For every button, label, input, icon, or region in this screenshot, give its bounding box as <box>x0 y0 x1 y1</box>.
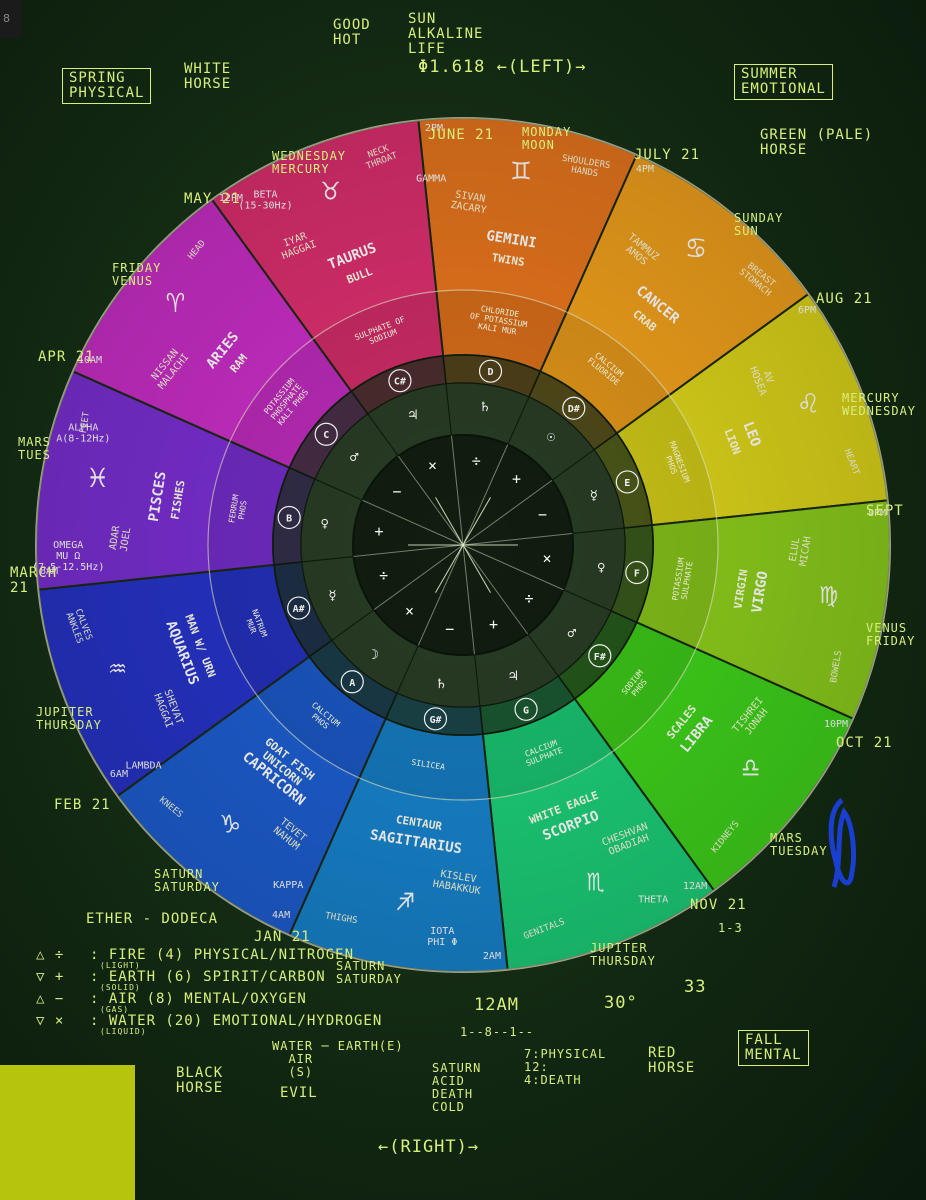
date-jan: JAN 21 <box>254 929 311 945</box>
legend-sub: (LIGHT) <box>100 961 141 970</box>
yellow-sticky <box>0 1065 135 1200</box>
venus-friday-note: VENUS FRIDAY <box>866 621 916 648</box>
monday-note: MONDAY MOON <box>522 125 572 152</box>
green-horse-note: GREEN (PALE) HORSE <box>760 127 874 158</box>
jupiter-thursday-note: JUPITER THURSDAY <box>36 705 102 732</box>
mars-tuesday-note: MARS TUESDAY <box>770 831 828 858</box>
legend-symbol: ▽ + <box>36 969 65 985</box>
date-july: JULY 21 <box>634 147 701 163</box>
blue-scribble <box>828 798 857 888</box>
physical-seven-note: 7:PHYSICAL 12: 4:DEATH <box>524 1047 607 1087</box>
right-note: ←(RIGHT)→ <box>378 1137 480 1157</box>
date-nov: NOV 21 <box>690 897 747 913</box>
good-hot-note: GOOD HOT <box>333 17 371 48</box>
legend-text: : FIRE (4) PHYSICAL/NITROGEN <box>90 947 355 963</box>
wednesday-note: WEDNESDAY MERCURY <box>272 149 347 176</box>
fall-box: FALL MENTAL <box>738 1030 809 1066</box>
legend-symbol: ▽ × <box>36 1013 65 1029</box>
legend-text: : EARTH (6) SPIRIT/CARBON <box>90 969 326 985</box>
saturn-acid-note: SATURN ACID DEATH COLD <box>432 1061 482 1114</box>
legend-sub: (SOLID) <box>100 983 141 992</box>
nov-time-note: 1-3 <box>718 921 743 935</box>
evil-note: EVIL <box>280 1085 318 1101</box>
spring-box: SPRING PHYSICAL <box>62 68 152 104</box>
legend-sub: (LIQUID) <box>100 1027 147 1036</box>
date-june: JUNE 21 <box>428 127 495 143</box>
legend-text: : AIR (8) MENTAL/OXYGEN <box>90 991 307 1007</box>
saturn-saturday2-note: SATURN SATURDAY <box>336 959 402 986</box>
red-horse-note: RED HORSE <box>648 1045 696 1076</box>
date-apr: APR 21 <box>38 349 95 365</box>
wheel-shade <box>36 118 890 972</box>
mars-tues-note: MARS TUES <box>18 435 51 462</box>
thirty-three: 33 <box>684 977 707 997</box>
legend-text: : WATER (20) EMOTIONAL/HYDROGEN <box>90 1013 383 1029</box>
date-sept: SEPT <box>866 503 904 519</box>
black-horse-note: BLACK HORSE <box>176 1065 224 1096</box>
white-horse-note: WHITE HORSE <box>184 61 232 92</box>
date-march: MARCH 21 <box>10 565 58 596</box>
sun-alkaline-note: SUN ALKALINE LIFE <box>408 11 484 57</box>
friday-note: FRIDAY VENUS <box>112 261 162 288</box>
date-oct: OCT 21 <box>836 735 893 751</box>
phi-left-note: Φ1.618 ←(LEFT)→ <box>418 57 587 77</box>
ether-note: ETHER - DODECA <box>86 911 219 927</box>
corner-tab[interactable]: 8 <box>0 0 22 38</box>
summer-box: SUMMER EMOTIONAL <box>734 64 833 100</box>
date-feb: FEB 21 <box>54 797 111 813</box>
inner-wheel: D#☉E☿F♀F#♂G♃G#♄A☽A#☿B♀C♂C#♃D♄÷+−×÷+−×÷+−… <box>36 118 890 972</box>
date-may: MAY 21 <box>184 191 241 207</box>
saturn-saturday-note: SATURN SATURDAY <box>154 867 220 894</box>
mercury-wed-note: MERCURY WEDNESDAY <box>842 391 917 418</box>
elements-mini: WATER ─ EARTH(E) AIR (S) <box>272 1039 404 1079</box>
legend-sub: (GAS) <box>100 1005 130 1014</box>
jupiter-thursday2-note: JUPITER THURSDAY <box>590 941 656 968</box>
date-aug: AUG 21 <box>816 291 873 307</box>
sunday-note: SUNDAY SUN <box>734 211 784 238</box>
thirty-degrees: 30° <box>604 993 638 1013</box>
legend-symbol: △ ÷ <box>36 947 65 963</box>
sequence-note: 1--8--1-- <box>460 1025 535 1039</box>
legend-symbol: △ − <box>36 991 65 1007</box>
time-12am: 12AM <box>474 995 519 1015</box>
